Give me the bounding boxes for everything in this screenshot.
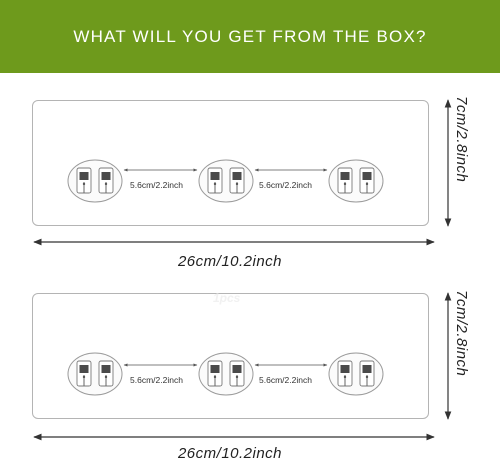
spacing-label: 5.6cm/2.2inch xyxy=(259,180,312,190)
spacing-label: 5.6cm/2.2inch xyxy=(259,375,312,385)
hook-icon xyxy=(67,159,123,203)
spacing-label: 5.6cm/2.2inch xyxy=(130,375,183,385)
header-banner: WHAT WILL YOU GET FROM THE BOX? xyxy=(0,0,500,73)
hook-icon xyxy=(328,352,384,396)
spacing-label: 5.6cm/2.2inch xyxy=(130,180,183,190)
banner-title: WHAT WILL YOU GET FROM THE BOX? xyxy=(73,26,427,46)
width-label: 7cm/2.8inch xyxy=(453,290,470,377)
hook-icon xyxy=(198,352,254,396)
length-label: 26cm/10.2inch xyxy=(177,445,283,462)
hook-icon xyxy=(67,352,123,396)
hook-icon xyxy=(328,159,384,203)
watermark-text: 1pcs xyxy=(213,291,241,305)
width-label: 7cm/2.8inch xyxy=(453,96,470,183)
length-label: 26cm/10.2inch xyxy=(177,253,283,270)
hook-icon xyxy=(198,159,254,203)
